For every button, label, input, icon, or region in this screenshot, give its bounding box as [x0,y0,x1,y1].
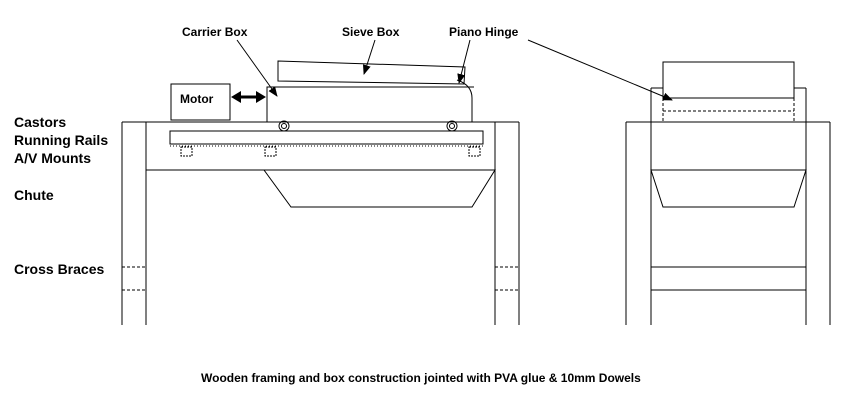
diagram-caption: Wooden framing and box construction join… [201,371,641,385]
motor-drive-arrow [231,91,266,103]
chute-label: Chute [14,187,54,203]
carrier-box-label: Carrier Box [182,25,248,39]
av-mount [264,146,277,157]
piano-hinge-leader [457,39,471,84]
av-mounts-label: A/V Mounts [14,150,91,166]
end-view [625,61,831,325]
sieve-box-leader [362,39,376,75]
piano-hinge-label: Piano Hinge [449,25,519,39]
castor [449,123,455,129]
leader-lines [236,39,673,101]
motor-box [170,83,231,121]
cross-braces-label: Cross Braces [14,261,105,277]
motor-label: Motor [180,92,214,106]
end-sieve-box [662,61,795,99]
end-chute [650,169,807,208]
piano-hinge [456,79,473,122]
carrier-box [266,86,474,122]
side-chute [263,169,496,208]
side-view [121,60,520,325]
sieve-box [277,60,466,85]
av-mount [468,146,481,157]
castors-label: Castors [14,114,67,130]
sieve-box-label: Sieve Box [342,25,400,39]
castor [281,123,287,129]
castor [446,120,458,132]
side-running-rail [169,130,484,145]
av-mount [180,146,193,157]
castor [278,120,290,132]
running-rails-label: Running Rails [14,132,109,148]
piano-hinge-end-leader [527,39,673,101]
carrier-box-leader [236,39,278,97]
